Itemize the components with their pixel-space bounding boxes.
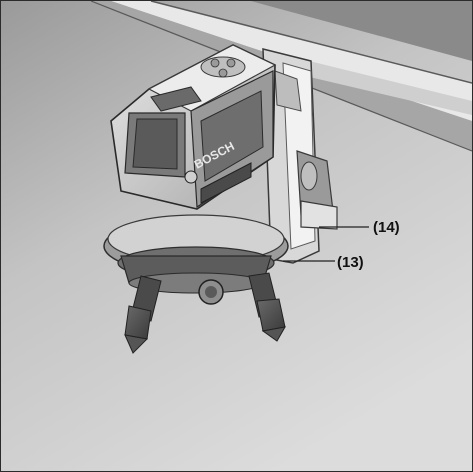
wall-mount-bracket [262, 48, 338, 264]
rotating-base [103, 214, 289, 294]
callout-label-13: (13) [337, 254, 364, 271]
wall-shadow [1, 1, 472, 61]
laser-body: BOSCH [110, 44, 277, 210]
tripod-legs [124, 272, 286, 354]
callout-lines [283, 226, 369, 262]
callout-label-14: (14) [373, 219, 400, 236]
